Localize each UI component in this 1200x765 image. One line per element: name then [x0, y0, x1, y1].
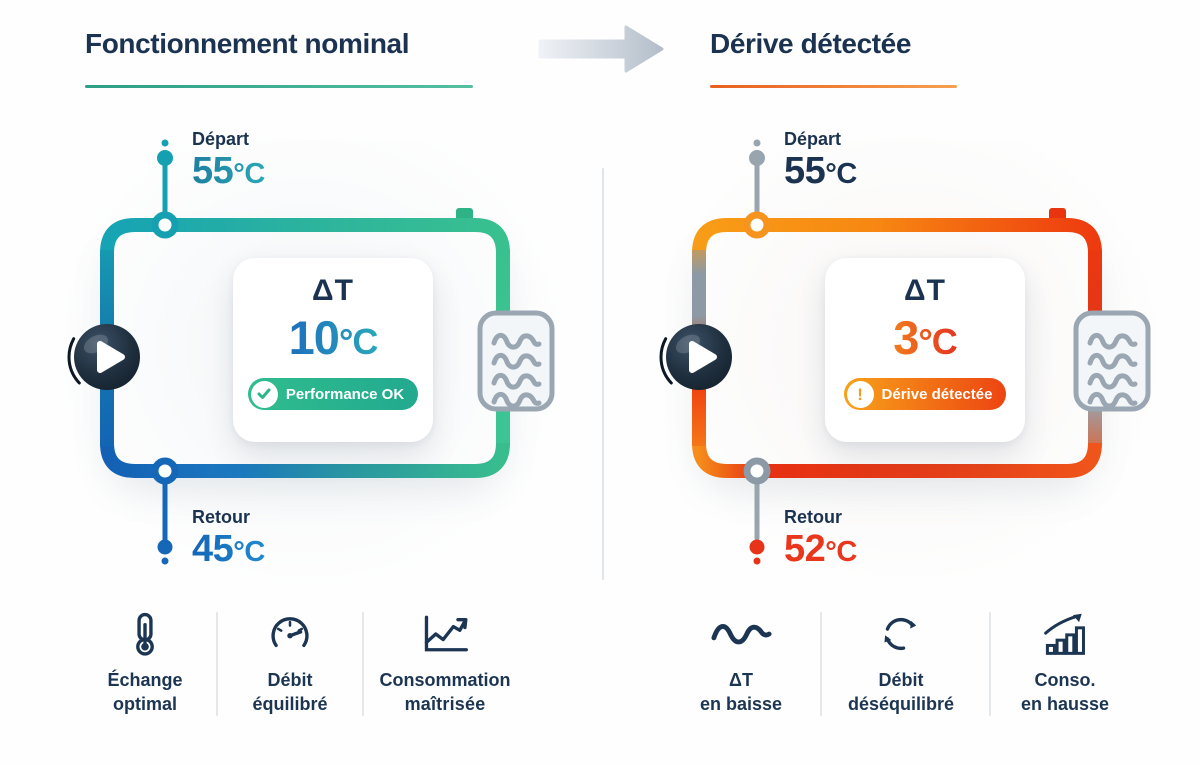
footer-divider — [820, 612, 822, 716]
alert-circle-icon: ! — [846, 380, 874, 408]
cycle-arrows-icon — [884, 617, 917, 651]
depart-label: Départ — [192, 129, 250, 149]
left-retour-sensor — [157, 471, 173, 565]
right-arrow-icon — [538, 22, 664, 76]
depart-label: Départ — [784, 129, 842, 149]
check-circle-icon — [250, 380, 278, 408]
benefit-item-flow: Débit équilibré — [195, 612, 385, 716]
footer-divider — [216, 612, 218, 716]
center-divider — [602, 168, 604, 580]
symptom-item-delta-t: ΔT en baisse — [646, 612, 836, 716]
right-depart-sensor — [749, 139, 765, 225]
status-badge-label: Performance OK — [285, 385, 405, 403]
delta-t-card-nominal: ΔT 10°C Performance OK — [233, 258, 433, 442]
gauge-icon — [271, 617, 309, 648]
status-badge: Performance OK — [247, 378, 419, 410]
sine-wave-icon — [711, 624, 772, 645]
delta-t-value: 10°C — [288, 311, 378, 364]
right-depart-temp: Départ 55°C — [784, 130, 857, 190]
benefit-item-exchange: Échange optimal — [50, 612, 240, 716]
depart-value: 55°C — [192, 150, 265, 192]
trend-up-chart-icon — [424, 615, 468, 652]
retour-value: 52°C — [784, 528, 857, 570]
depart-value: 55°C — [784, 150, 857, 192]
thermometer-icon — [136, 612, 154, 656]
retour-label: Retour — [192, 507, 250, 527]
right-panel-title: Dérive détectée — [710, 28, 912, 59]
left-loop-valve-tab — [456, 208, 473, 224]
pump-play-icon[interactable] — [659, 317, 739, 397]
right-loop-valve-tab — [1049, 208, 1066, 224]
status-badge: ! Dérive détectée — [843, 378, 1007, 410]
bar-chart-up-icon — [1044, 613, 1085, 655]
footer-divider — [362, 612, 364, 716]
delta-t-label: ΔT — [312, 274, 354, 307]
delta-t-card-drift: ΔT 3°C ! Dérive détectée — [825, 258, 1025, 442]
delta-t-value: 3°C — [893, 311, 957, 364]
symptom-item-consumption: Conso. en hausse — [970, 612, 1160, 716]
left-depart-temp: Départ 55°C — [192, 130, 265, 190]
symptom-item-flow: Débit déséquilibré — [806, 612, 996, 716]
left-title-underline — [85, 85, 473, 88]
benefit-item-consumption: Consommation maîtrisée — [350, 612, 540, 716]
left-retour-temp: Retour 45°C — [192, 508, 265, 568]
pump-play-icon[interactable] — [67, 317, 147, 397]
footer-divider — [989, 612, 991, 716]
retour-label: Retour — [784, 507, 842, 527]
status-badge-label: Dérive détectée — [881, 385, 993, 403]
right-retour-temp: Retour 52°C — [784, 508, 857, 568]
left-panel-title: Fonctionnement nominal — [85, 28, 410, 59]
retour-value: 45°C — [192, 528, 265, 570]
left-depart-sensor — [157, 139, 173, 225]
right-title-underline — [710, 85, 957, 88]
right-retour-sensor — [749, 471, 765, 565]
delta-t-label: ΔT — [904, 274, 946, 307]
